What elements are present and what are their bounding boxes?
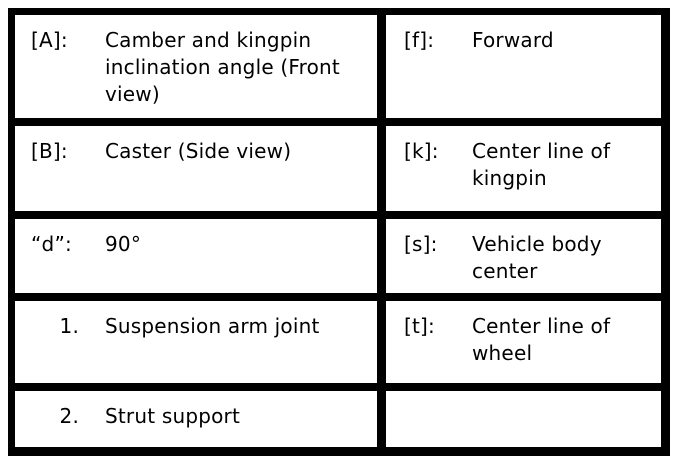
row-label: [B]:: [31, 139, 68, 163]
cell-caster: [B]: Caster (Side view): [15, 126, 377, 219]
row-text: Strut support: [105, 404, 241, 428]
row-label: “d”:: [31, 232, 72, 256]
row-text: Suspension arm joint: [105, 314, 320, 338]
row-label: [s]:: [404, 232, 438, 256]
row-label: [A]:: [31, 28, 68, 52]
cell-d-angle: “d”: 90°: [15, 219, 377, 301]
row-text: Caster (Side view): [105, 139, 292, 163]
row-label: 1.: [59, 314, 79, 338]
row-label: [k]:: [404, 139, 439, 163]
row-label: [t]:: [404, 314, 435, 338]
cell-wheel-centerline: [t]: Center line of wheel: [377, 301, 661, 391]
cell-camber-kingpin-angle: [A]: Camber and kingpin inclination angl…: [15, 15, 377, 126]
row-text: 90°: [105, 232, 142, 256]
row-text: Forward: [472, 28, 554, 52]
cell-kingpin-centerline: [k]: Center line of kingpin: [377, 126, 661, 219]
row-label: 2.: [59, 404, 79, 428]
cell-vehicle-body-center: [s]: Vehicle body center: [377, 219, 661, 301]
row-text: Center line of wheel: [472, 314, 611, 365]
row-text: Camber and kingpin inclination angle (Fr…: [105, 28, 340, 106]
row-label: [f]:: [404, 28, 435, 52]
legend-table: [A]: Camber and kingpin inclination angl…: [8, 8, 670, 456]
row-text: Center line of kingpin: [472, 139, 611, 190]
cell-suspension-arm-joint: 1. Suspension arm joint: [15, 301, 377, 391]
cell-strut-support: 2. Strut support: [15, 391, 377, 447]
cell-empty: [377, 391, 661, 447]
row-text: Vehicle body center: [472, 232, 602, 283]
cell-forward: [f]: Forward: [377, 15, 661, 126]
